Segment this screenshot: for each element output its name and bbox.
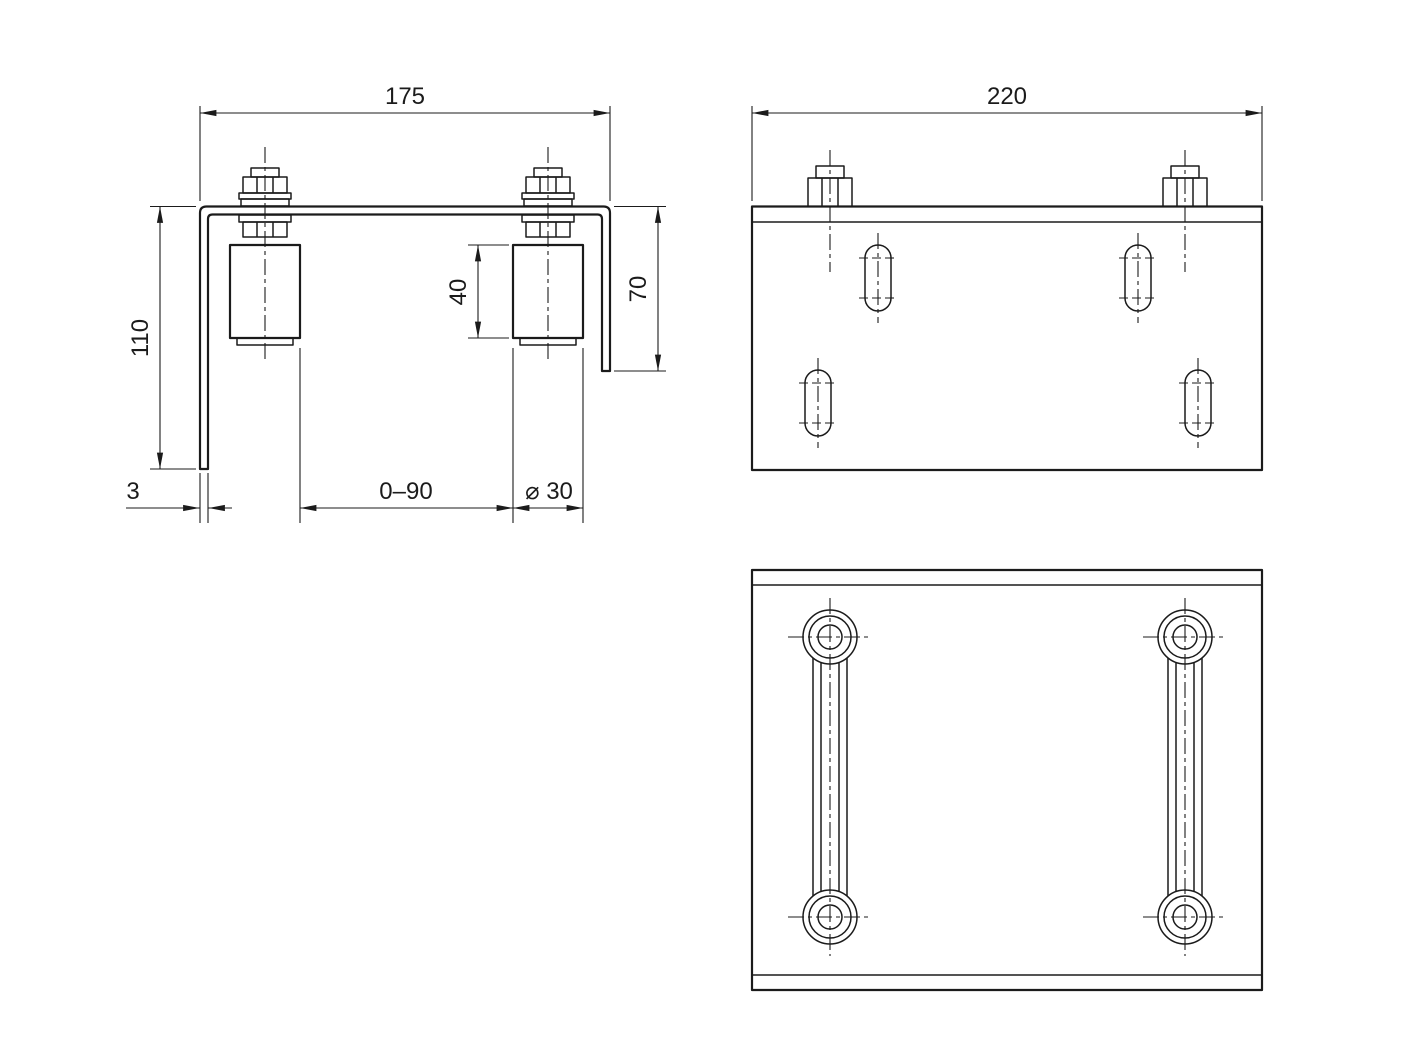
dim-travel-range: 0–90	[299, 348, 514, 523]
dim-roller-diameter: ⌀ 30	[513, 348, 584, 523]
top-view: 220	[750, 83, 1264, 472]
dim-height-left: 110	[127, 205, 196, 470]
slot-upper-right	[1119, 233, 1157, 323]
roller-column-left	[788, 598, 872, 956]
bolt-top-left	[807, 150, 853, 272]
dim-label-roller-section: 40	[445, 279, 472, 306]
dim-overall-width-front: 175	[199, 83, 611, 201]
bolt-top-right	[1162, 150, 1208, 272]
slot-lower-right	[1179, 358, 1217, 448]
mounting-plate-top	[750, 205, 1264, 472]
slot-upper-left	[859, 233, 897, 323]
front-view: 175 110 70 40 3	[126, 83, 666, 523]
bottom-view	[750, 568, 1264, 992]
dim-label-thickness: 3	[126, 478, 139, 505]
dim-label-diameter: ⌀ 30	[525, 478, 573, 505]
dim-plate-thickness: 3	[126, 473, 232, 523]
dim-overall-width-top: 220	[751, 83, 1263, 201]
roller-assembly-right	[511, 147, 585, 362]
slot-lower-left	[799, 358, 837, 448]
dim-label-travel: 0–90	[379, 478, 432, 505]
bracket-profile	[198, 205, 612, 471]
dim-roller-section: 40	[445, 244, 509, 339]
dim-label-height-left: 110	[127, 319, 154, 357]
dim-label-front-width: 175	[385, 83, 425, 110]
dim-height-right: 70	[614, 205, 666, 372]
dim-label-top-width: 220	[987, 83, 1027, 110]
roller-column-right	[1143, 598, 1227, 956]
roller-assembly-left	[228, 147, 302, 362]
mounting-plate-bottom	[750, 568, 1264, 992]
dim-label-height-right: 70	[625, 276, 652, 303]
